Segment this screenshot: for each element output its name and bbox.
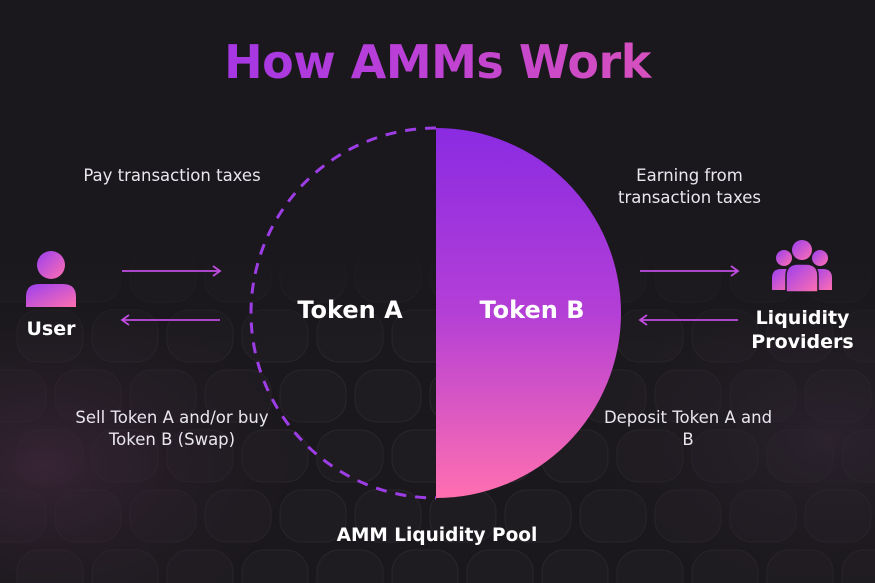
user-swap-arrow bbox=[120, 314, 220, 326]
user-icon bbox=[26, 251, 76, 307]
group-icon bbox=[772, 240, 832, 293]
provider-deposit-arrow bbox=[638, 314, 738, 326]
user-label: User bbox=[26, 318, 76, 340]
pool-left-dashed-arc bbox=[249, 126, 437, 500]
provider-earning-arrow bbox=[640, 265, 740, 277]
provider-earning-text: Earning from transaction taxes bbox=[617, 166, 762, 207]
pool-right-half bbox=[436, 128, 621, 498]
page-title: How AMMs Work bbox=[0, 30, 875, 94]
user-pay-arrow bbox=[122, 265, 222, 277]
providers-label: Liquidity Providers bbox=[751, 307, 854, 353]
user-swap-text: Sell Token A and/or buy Token B (Swap) bbox=[75, 408, 269, 449]
provider-deposit-text: Deposit Token A and B bbox=[603, 408, 773, 449]
pool-caption: AMM Liquidity Pool bbox=[336, 525, 538, 546]
token-b-label: Token B bbox=[479, 296, 585, 324]
user-pay-text: Pay transaction taxes bbox=[83, 166, 261, 185]
token-a-label: Token A bbox=[297, 296, 403, 324]
